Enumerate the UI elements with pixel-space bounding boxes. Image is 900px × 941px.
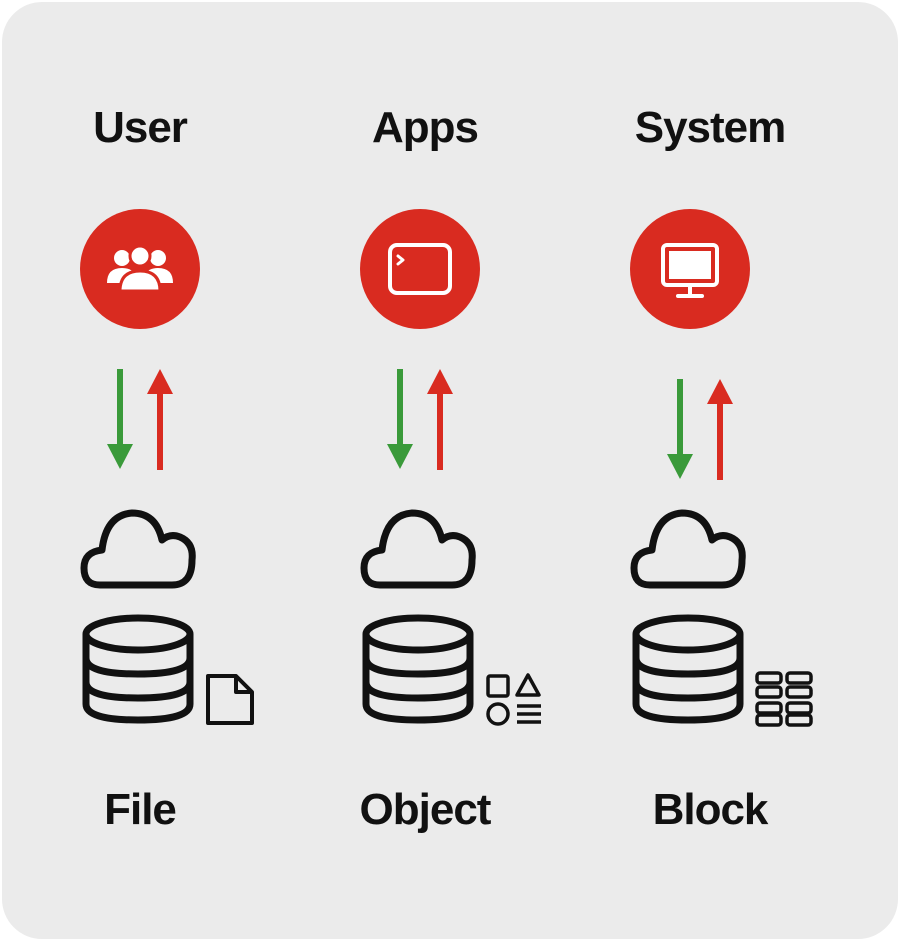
storage-type-label: File (104, 785, 177, 834)
storage-type-label: Object (359, 785, 492, 834)
cloud-icon (360, 509, 476, 589)
column-title: User (93, 103, 188, 152)
database-icon (82, 614, 194, 724)
file-icon (206, 674, 254, 725)
storage-type-label: Block (652, 785, 769, 834)
monitor-icon (630, 209, 750, 329)
column-system: System Block (570, 0, 850, 941)
terminal-window-icon (360, 209, 480, 329)
column-title: System (634, 103, 787, 152)
column-title: Apps (372, 103, 479, 152)
cloud-icon (630, 509, 746, 589)
data-flow-arrows (667, 379, 733, 480)
data-flow-arrows (387, 369, 453, 470)
users-icon (80, 209, 200, 329)
shapes-icon (486, 673, 541, 726)
database-icon (362, 614, 474, 724)
column-user: User File (0, 0, 280, 941)
data-flow-arrows (107, 369, 173, 470)
database-icon (632, 614, 744, 724)
cloud-icon (80, 509, 196, 589)
column-apps: Apps Object (285, 0, 565, 941)
blocks-grid-icon (755, 671, 813, 727)
